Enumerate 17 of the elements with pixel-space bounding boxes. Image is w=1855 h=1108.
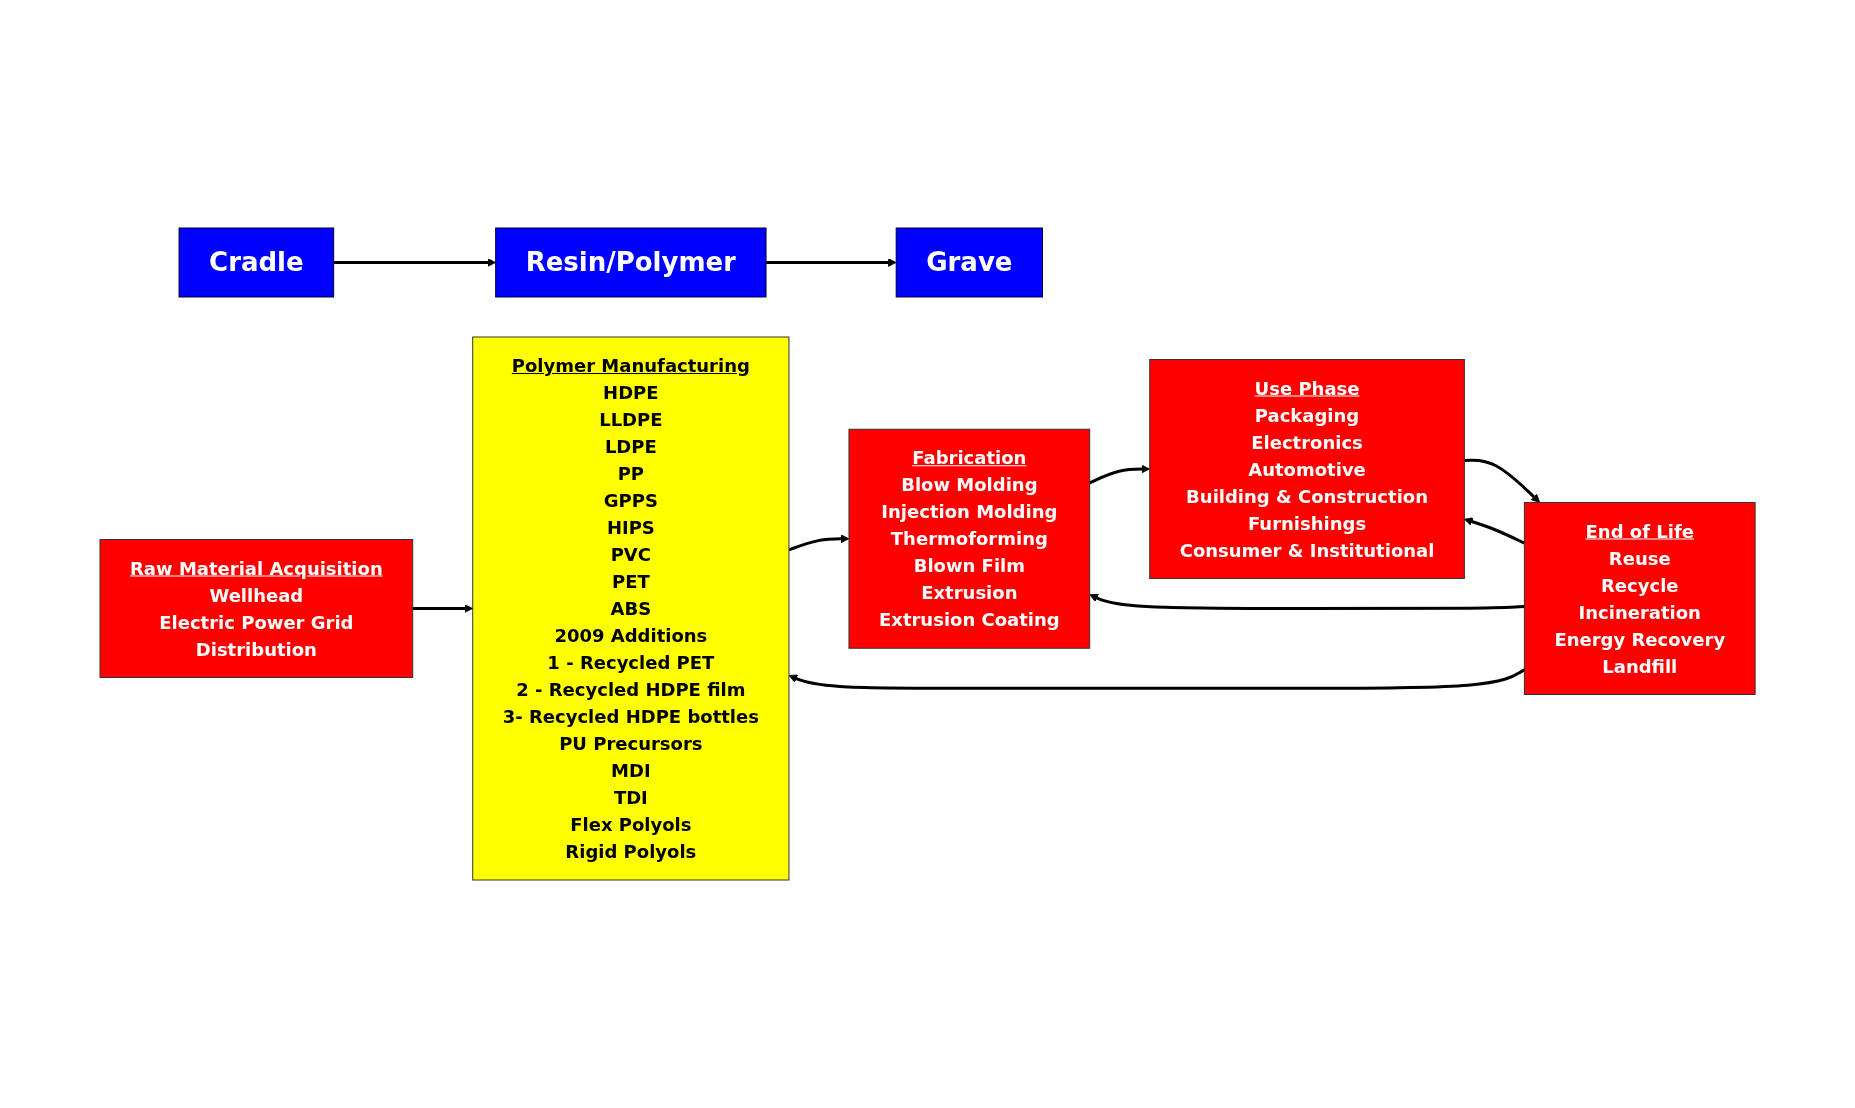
node-box: Cradle: [178, 227, 335, 298]
arrow: [1464, 458, 1541, 503]
node-box: Raw Material Acquisition Wellhead Electric Power Grid Distribution: [99, 539, 414, 678]
arrow: [1089, 464, 1150, 485]
node-box: End of Life Reuse Recycle Incineration Energy Recovery Landfill: [1523, 502, 1756, 695]
arrow: [412, 604, 474, 613]
arrow: [1463, 517, 1525, 545]
node-box: Polymer Manufacturing HDPE LLDPE LDPE PP GPPS HIPS PVC PET ABS 2009 Additions 1 - Recycled PET 2 - Recycled HDPE film 3- Recycled HDPE bottles PU Precursors MDI TDI Flex Polyols Rigid Polyols: [472, 336, 790, 881]
arrow: [1089, 593, 1525, 610]
arrow: [333, 258, 496, 267]
arrow: [788, 534, 850, 552]
arrow: [788, 668, 1526, 690]
arrow: [765, 258, 897, 267]
node-box: Fabrication Blow Molding Injection Molding Thermoforming Blown Film Extrusion Extrusion Coating: [848, 428, 1091, 649]
node-box: Grave: [895, 227, 1043, 298]
node-box: Use Phase Packaging Electronics Automotive Building & Construction Furnishings Consumer & Institutional: [1149, 359, 1465, 579]
node-box: Resin/Polymer: [495, 227, 767, 298]
